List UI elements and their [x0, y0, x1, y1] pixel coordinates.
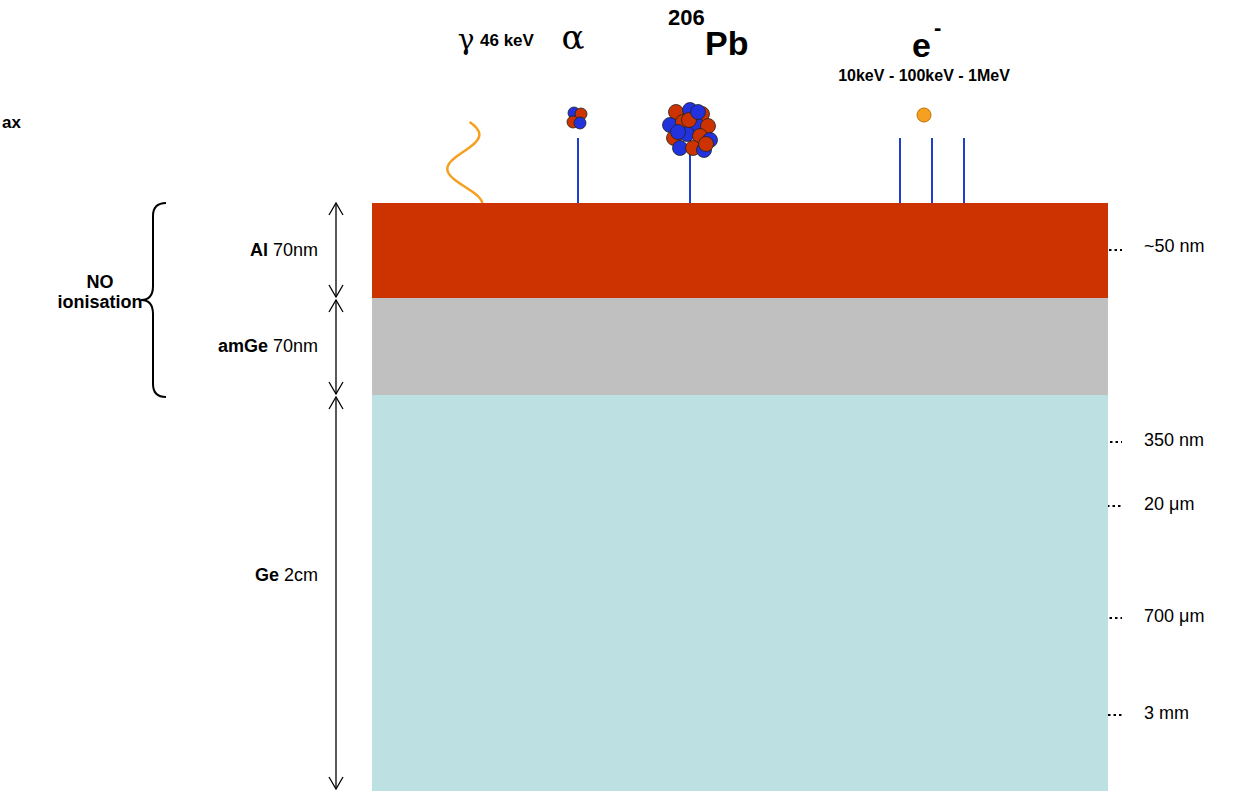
- material-layer: Al70nm: [372, 203, 1108, 298]
- particle-symbol: e: [912, 27, 931, 64]
- particle-symbol: γ: [458, 25, 475, 56]
- layer-label: Ge2cm: [255, 565, 318, 586]
- layer-label: Al70nm: [250, 240, 318, 261]
- curly-bracket: [141, 203, 166, 397]
- element-symbol: Pb: [705, 25, 748, 62]
- layer-thickness: 2cm: [284, 565, 318, 586]
- depth-label: 3 mm: [1144, 704, 1189, 724]
- depth-label: ~50 nm: [1144, 237, 1205, 257]
- layer-thickness: 70nm: [273, 336, 318, 357]
- layer-thickness: 70nm: [273, 240, 318, 261]
- mass-number: 206: [668, 6, 705, 30]
- dimension-arrow: [329, 203, 343, 297]
- dimension-arrow: [329, 300, 343, 394]
- depth-label: 20 μm: [1144, 495, 1194, 515]
- material-name: Ge: [255, 565, 279, 586]
- energy-label: 10keV - 100keV - 1MeV: [838, 67, 1010, 85]
- depth-label: 700 μm: [1144, 607, 1204, 627]
- bracket-note: NO ionisation: [45, 273, 155, 313]
- particle-symbol: α: [562, 19, 585, 56]
- alpha-particle: [567, 107, 587, 129]
- lead-nucleus: [663, 103, 718, 158]
- material-layer: Ge2cm: [372, 395, 1108, 791]
- charge-sign: -: [934, 16, 941, 40]
- depth-label: 350 nm: [1144, 431, 1204, 451]
- material-name: amGe: [218, 336, 268, 357]
- electron-dot: [917, 108, 931, 122]
- layer-label: amGe70nm: [218, 336, 318, 357]
- cut-label: ax: [2, 114, 21, 133]
- energy-label: 46 keV: [480, 32, 534, 51]
- material-layer: amGe70nm: [372, 298, 1108, 395]
- material-name: Al: [250, 240, 268, 261]
- dimension-arrow: [329, 397, 343, 789]
